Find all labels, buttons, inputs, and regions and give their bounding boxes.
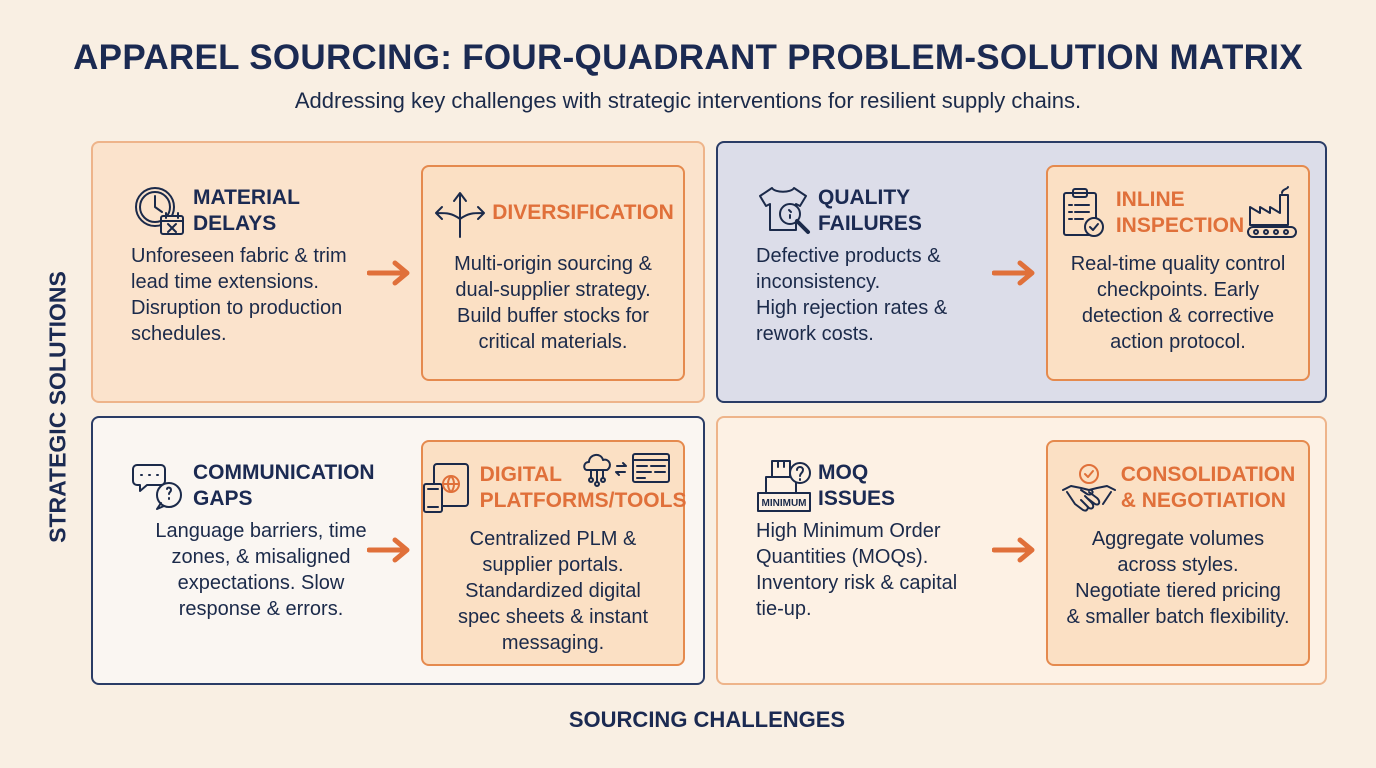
shirt-magnifier-icon <box>759 187 810 234</box>
solution-title: DIVERSIFICATION <box>492 201 674 224</box>
solution-title: DIGITAL PLATFORMS/TOOLS <box>479 463 687 512</box>
arrow-right-icon <box>992 537 1035 563</box>
solution-description: Real-time quality control checkpoints. E… <box>1070 253 1286 353</box>
arrow-right-icon <box>367 260 410 286</box>
challenge-title: MOQ ISSUES <box>818 461 896 510</box>
quadrant-material-delays: MATERIAL DELAYS Unforeseen fabric & trim… <box>91 141 705 403</box>
challenge-title: QUALITY FAILURES <box>818 186 922 235</box>
solution-title: INLINE INSPECTION <box>1115 188 1245 237</box>
minimum-label: MINIMUM <box>762 498 807 509</box>
challenge-description: High Minimum Order Quantities (MOQs). In… <box>756 520 958 620</box>
solution-card: DIGITAL PLATFORMS/TOOLS Centralized PLM … <box>421 440 687 666</box>
chat-bubbles-icon <box>132 464 182 510</box>
solution-card: DIVERSIFICATION Multi-origin sourcing & … <box>421 165 685 381</box>
page-subtitle: Addressing key challenges with strategic… <box>294 88 1082 113</box>
quadrant-moq-issues: MINIMUM MOQ ISSUES High Minimum Order Qu… <box>716 416 1327 685</box>
challenge-card: QUALITY FAILURES Defective products & in… <box>756 183 1016 347</box>
x-axis-label: SOURCING CHALLENGES <box>568 707 846 732</box>
boxes-minimum-icon: MINIMUM <box>757 460 811 512</box>
solution-title: CONSOLIDATION & NEGOTIATION <box>1120 463 1296 512</box>
solution-description: Aggregate volumes across styles. Negotia… <box>1066 528 1290 628</box>
challenge-description: Language barriers, time zones, & misalig… <box>155 520 367 620</box>
challenge-title: MATERIAL DELAYS <box>193 186 300 235</box>
clock-calendar-icon <box>135 187 184 235</box>
quadrant-quality-failures: QUALITY FAILURES Defective products & in… <box>716 141 1327 403</box>
clipboard-check-icon <box>1062 188 1104 237</box>
cloud-window-icon <box>583 453 670 487</box>
page-title: APPAREL SOURCING: FOUR-QUADRANT PROBLEM-… <box>73 38 1303 77</box>
y-axis-label: STRATEGIC SOLUTIONS <box>44 271 71 543</box>
solution-card: CONSOLIDATION & NEGOTIATION Aggregate vo… <box>1046 440 1310 666</box>
diverging-arrows-icon <box>435 192 486 238</box>
solution-description: Centralized PLM & supplier portals. Stan… <box>457 528 649 654</box>
challenge-description: Defective products & inconsistency. High… <box>756 245 948 345</box>
handshake-icon <box>1061 464 1116 512</box>
challenge-description: Unforeseen fabric & trim lead time exten… <box>131 245 347 345</box>
arrow-right-icon <box>367 537 410 563</box>
solution-card: INLINE INSPECTION Real-time quality cont… <box>1046 165 1310 381</box>
devices-globe-icon <box>422 463 469 513</box>
challenge-card: MATERIAL DELAYS Unforeseen fabric & trim… <box>131 183 391 347</box>
challenge-card: COMMUNICATION GAPS Language barriers, ti… <box>131 458 391 622</box>
factory-icon <box>1247 186 1298 238</box>
challenge-title: COMMUNICATION GAPS <box>193 461 375 510</box>
quadrant-communication-gaps: COMMUNICATION GAPS Language barriers, ti… <box>91 416 705 685</box>
challenge-card: MINIMUM MOQ ISSUES High Minimum Order Qu… <box>756 458 1016 622</box>
arrow-right-icon <box>992 260 1035 286</box>
solution-description: Multi-origin sourcing & dual-supplier st… <box>454 253 652 353</box>
